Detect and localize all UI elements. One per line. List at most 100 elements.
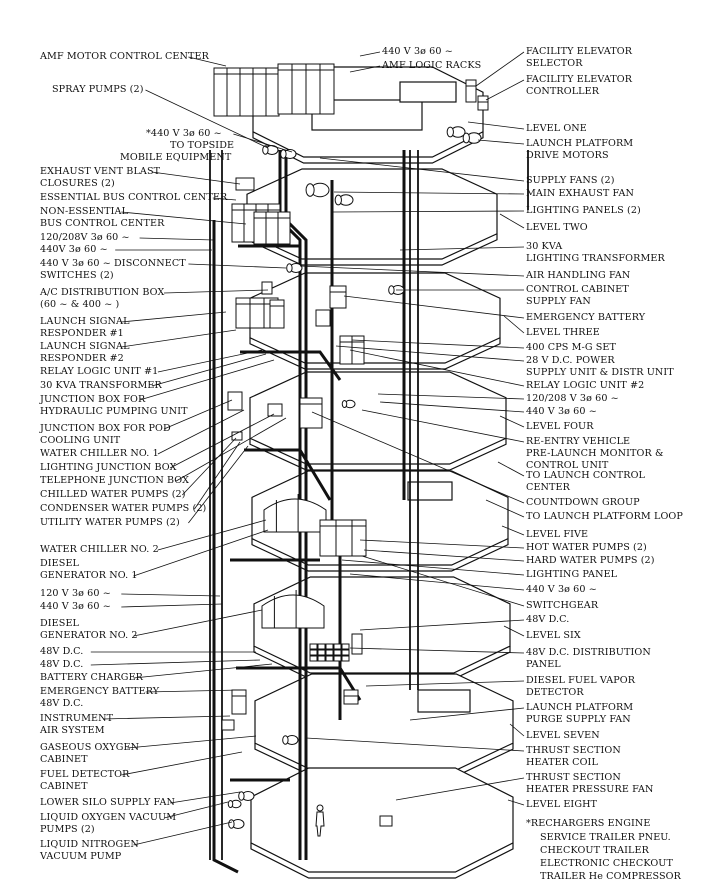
battery-cell-2-1 xyxy=(317,655,326,662)
ts-heater-coil-end xyxy=(282,735,289,745)
leader-lp-loop xyxy=(485,499,525,518)
label-jb-pod-1: JUNCTION BOX FOR POD xyxy=(40,423,171,434)
label-elev-selector-1: FACILITY ELEVATOR xyxy=(526,46,633,57)
leader-fuel-detector-1 xyxy=(121,751,243,776)
leader-relay-logic-1 xyxy=(157,349,263,373)
label-ln2-vac-2: VACUUM PUMP xyxy=(40,851,122,862)
deck-level-four xyxy=(249,371,507,465)
label-level-five: LEVEL FIVE xyxy=(526,529,589,540)
label-lighting-panel: LIGHTING PANEL xyxy=(526,569,618,580)
lower-silo-fan-end xyxy=(238,791,245,801)
structural-columns xyxy=(209,150,529,860)
deck-level-five-edge xyxy=(251,538,509,572)
leader-dc28-1 xyxy=(335,345,525,362)
leader-main-exhaust xyxy=(333,191,525,195)
leader-gox-1 xyxy=(127,735,257,749)
leader-v120-208-left xyxy=(139,237,215,241)
battery-cell-1-4 xyxy=(341,649,350,656)
leader-jb-hydraulic-1 xyxy=(139,359,275,401)
leader-supply-fans xyxy=(319,157,525,182)
cc-supply-fan-end xyxy=(388,285,395,295)
label-ln2-vac-1: LIQUID NITROGEN xyxy=(40,839,139,850)
label-dc48-a: 48V D.C. xyxy=(40,646,84,657)
logic-rack-2 xyxy=(305,63,321,115)
leader-lighting-jb xyxy=(169,413,275,469)
label-ts-coil-2: HEATER COIL xyxy=(526,757,598,768)
leader-level-six xyxy=(503,625,525,637)
label-fuel-detector-2: CABINET xyxy=(40,781,88,792)
label-condenser-water: CONDENSER WATER PUMPS (2) xyxy=(40,503,207,514)
diesel-gen-2-body xyxy=(261,594,325,629)
leader-v440-left-2 xyxy=(121,603,223,608)
countdown-group-end xyxy=(341,400,348,408)
leader-ac-dist-line1 xyxy=(163,289,269,294)
battery-cell-0-3 xyxy=(333,643,342,650)
exhaust-vent-closure xyxy=(235,177,255,191)
battery-cell-1-2 xyxy=(325,649,334,656)
label-instrument-air-1: INSTRUMENT xyxy=(40,713,114,724)
label-elev-controller-2: CONTROLLER xyxy=(526,86,600,97)
logic-rack-0 xyxy=(277,63,293,115)
label-jb-pod-2: COOLING UNIT xyxy=(40,435,121,446)
label-level-seven: LEVEL SEVEN xyxy=(526,730,600,741)
battery-cell-1-3 xyxy=(333,649,342,656)
leader-relay-logic-2 xyxy=(349,349,525,387)
non-essential-cab-2 xyxy=(277,211,291,245)
drive-motor-b-end xyxy=(462,132,470,144)
label-lcc-2: CENTER xyxy=(526,482,570,493)
battery-cell-0-1 xyxy=(317,643,326,650)
label-lower-silo-fan: LOWER SILO SUPPLY FAN xyxy=(40,797,175,808)
leader-lines xyxy=(90,51,525,846)
leader-reentry-1 xyxy=(361,409,525,443)
label-v440-left-2: 440 V 3ø 60 ~ xyxy=(40,601,111,612)
control-cabinet-a xyxy=(329,285,347,309)
gox-cabinet xyxy=(221,719,235,731)
leader-kva30-transformer xyxy=(151,353,267,387)
label-ts-coil-1: THRUST SECTION xyxy=(526,745,621,756)
label-fuel-vapor-2: DETECTOR xyxy=(526,687,584,698)
leader-emergency-battery-right xyxy=(343,295,525,319)
label-emergency-battery-right: EMERGENCY BATTERY xyxy=(526,312,646,323)
leader-ts-coil-1 xyxy=(305,737,525,752)
leader-elev-controller-1 xyxy=(485,79,525,101)
amf-rack-1 xyxy=(226,67,241,117)
switchgear-b xyxy=(335,519,353,557)
label-level-six: LEVEL SIX xyxy=(526,630,581,641)
label-launch-signal-2b: RESPONDER #2 xyxy=(40,353,124,364)
footnote-fn-1: *RECHARGERS ENGINE xyxy=(526,818,651,829)
leader-lp-purge-1 xyxy=(409,707,525,721)
label-level-four: LEVEL FOUR xyxy=(526,421,594,432)
label-launch-signal-1b: RESPONDER #1 xyxy=(40,328,124,339)
leader-emergency-battery-left xyxy=(145,689,241,693)
leader-utility-water xyxy=(188,445,249,524)
logic-rack-1 xyxy=(291,63,307,115)
lighting-jb-box xyxy=(267,403,283,417)
label-disconnect-line2: SWITCHES (2) xyxy=(40,270,114,281)
mg-set xyxy=(315,309,331,327)
label-topside-line3: MOBILE EQUIPMENT xyxy=(120,152,232,163)
label-diesel-1a: DIESEL xyxy=(40,558,80,569)
battery-cell-2-2 xyxy=(325,655,334,662)
logic-rack-3 xyxy=(319,63,335,115)
deck-level-four-edge xyxy=(249,438,507,471)
label-ac-dist-line2: (60 ~ & 400 ~ ) xyxy=(40,299,120,310)
elevator-selector xyxy=(465,79,477,103)
label-v120-208-right: 120/208 V 3ø 60 ~ xyxy=(526,393,619,404)
label-hard-water: HARD WATER PUMPS (2) xyxy=(526,555,655,566)
label-battery-charger: BATTERY CHARGER xyxy=(40,672,143,683)
label-dc48-c: 48V D.C. xyxy=(40,698,84,709)
label-chilled-water: CHILLED WATER PUMPS (2) xyxy=(40,489,186,500)
leader-hard-water xyxy=(363,549,525,562)
spray-pump-b-end xyxy=(280,149,287,159)
label-hot-water: HOT WATER PUMPS (2) xyxy=(526,542,647,553)
leader-water-chiller-2 xyxy=(157,519,267,551)
label-jb-hydraulic-2: HYDRAULIC PUMPING UNIT xyxy=(40,406,188,417)
elevator-controller xyxy=(477,95,489,111)
label-utility-water: UTILITY WATER PUMPS (2) xyxy=(40,517,180,528)
label-gox-2: CABINET xyxy=(40,754,88,765)
deck-level-three-edge xyxy=(249,337,501,370)
leader-lox-vac-1 xyxy=(163,801,229,819)
label-lp-purge-1: LAUNCH PLATFORM xyxy=(526,702,634,713)
label-emergency-battery-left: EMERGENCY BATTERY xyxy=(40,686,160,697)
